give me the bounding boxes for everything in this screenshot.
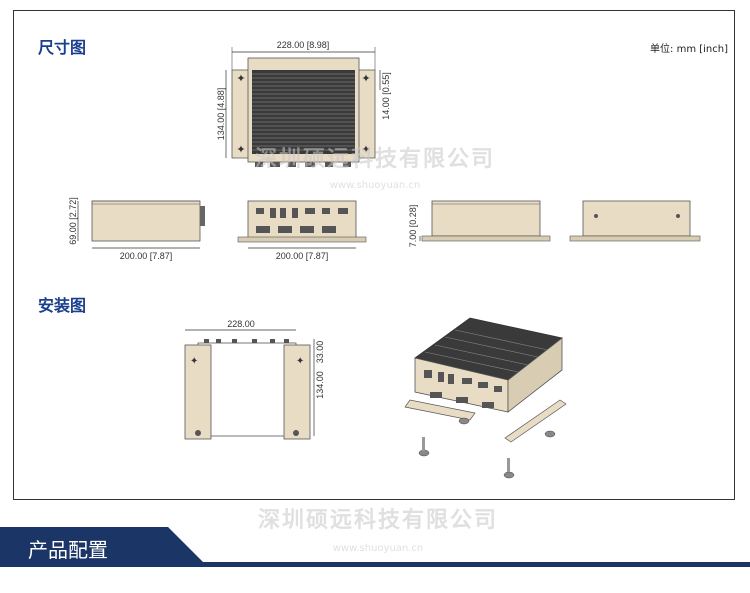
front-view: 69.00 [2.72] 200.00 [7.87] [68,197,205,261]
banner-underline [0,562,750,567]
front-width-label: 200.00 [7.87] [120,251,173,261]
screw-icon [594,214,598,218]
screw-icon [195,430,201,436]
side-bracket-right [569,235,701,242]
screw-hole-icon: ✦ [361,143,370,156]
side-body-right [582,200,691,237]
screw-hole-icon: ✦ [236,72,245,85]
install-top-connectors [204,339,289,343]
side-body [431,200,541,237]
rear-view: 200.00 [7.87] [237,200,367,261]
rear-width-label: 200.00 [7.87] [276,251,329,261]
installation-view: 228.00 ✦ ✦ 33.00 134.00 [184,319,325,440]
isometric-view [404,317,567,479]
iso-screws [418,417,556,479]
iso-right-bracket [504,399,567,443]
side-bracket [421,235,551,242]
banner [0,527,750,567]
screw-hole-icon: ✦ [296,356,304,367]
top-tab-label: 14.00 [0.55] [381,72,391,120]
banner-title: 产品配置 [28,538,108,562]
watermark-sub-2: www.shuoyuan.cn [333,543,424,554]
top-width-label: 228.00 [8.98] [277,40,330,50]
install-width-label: 228.00 [227,319,255,329]
screw-hole-icon: ✦ [190,356,198,367]
side-connector [200,206,205,226]
heatsink [252,70,355,154]
unit-label: 单位: mm [inch] [650,44,728,55]
top-view: 228.00 [8.98] ✦ ✦ ✦ ✦ [216,40,391,167]
dimensions-section-title: 尺寸图 [38,38,87,57]
front-height-label: 69.00 [2.72] [68,197,78,245]
screw-hole-icon: ✦ [236,143,245,156]
iso-ports [424,370,502,408]
fins-edge [92,200,200,205]
watermark-sub: www.shuoyuan.cn [330,180,421,191]
install-tab-label: 33.00 [315,341,325,364]
install-height-label: 134.00 [315,371,325,399]
connector-strip [255,162,351,167]
side-foot-label: 7.00 [0.28] [408,205,418,248]
install-right-bracket [283,344,311,440]
screw-icon [293,430,299,436]
front-body [91,200,201,242]
banner-tab [0,527,208,567]
side-view-left: 7.00 [0.28] [408,200,551,248]
install-left-bracket [184,344,212,440]
installation-section-title: 安装图 [38,296,87,315]
top-height-label: 134.00 [4.88] [216,88,226,141]
side-view-right [569,200,701,242]
iso-side-face [507,337,563,413]
heatsink-fins [252,73,355,151]
rear-ports [256,208,348,233]
watermark-text-2: 深圳硕远科技有限公司 [258,507,498,533]
install-body [197,342,297,437]
iso-fins [424,329,549,373]
rear-bracket [237,236,367,243]
screw-hole-icon: ✦ [361,72,370,85]
iso-left-bracket [404,399,476,421]
watermark-text: 深圳硕远科技有限公司 [255,146,495,172]
screw-icon [676,214,680,218]
